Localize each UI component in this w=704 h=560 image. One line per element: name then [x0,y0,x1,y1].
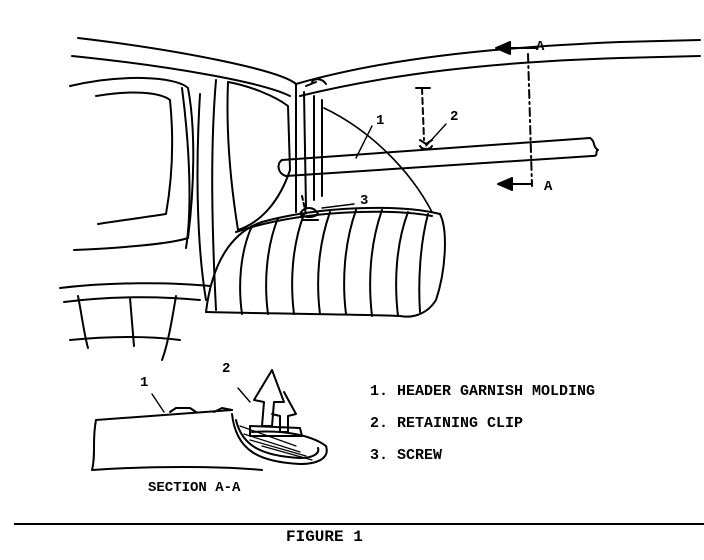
legend-item-header-garnish-molding: 1. HEADER GARNISH MOLDING [370,383,596,400]
section-callout-2: 2 [222,361,230,377]
section-line [507,47,537,187]
section-letter-top: A [536,39,545,55]
pillar [295,83,323,213]
callout-3: 3 [360,193,368,209]
section-retaining-clip [237,369,303,437]
retaining-clip-2 [415,87,433,150]
section-callout-1: 1 [140,375,148,391]
section-arrow-bottom [497,177,513,191]
section-molding-profile [231,413,328,465]
seat-back [205,206,446,318]
section-arrow-top [495,41,511,55]
section-letter-bottom: A [544,179,553,195]
section-caption: SECTION A-A [148,480,241,496]
screw-3 [299,195,319,221]
header-garnish-molding [277,137,599,177]
parts-legend: 1. HEADER GARNISH MOLDING 2. RETAINING C… [370,376,595,472]
lower-body [59,282,211,361]
callout-2: 2 [450,109,458,125]
legend-item-retaining-clip: 2. RETAINING CLIP [370,415,524,432]
figure-divider [14,523,704,525]
quarter-window [69,77,195,251]
callout-1: 1 [376,113,384,129]
door-window [196,79,291,311]
section-detail [91,393,263,471]
figure-caption: FIGURE 1 [286,528,363,546]
leader-lines [321,107,447,213]
roof-outline [71,37,701,97]
legend-item-screw: 3. SCREW [370,447,443,464]
